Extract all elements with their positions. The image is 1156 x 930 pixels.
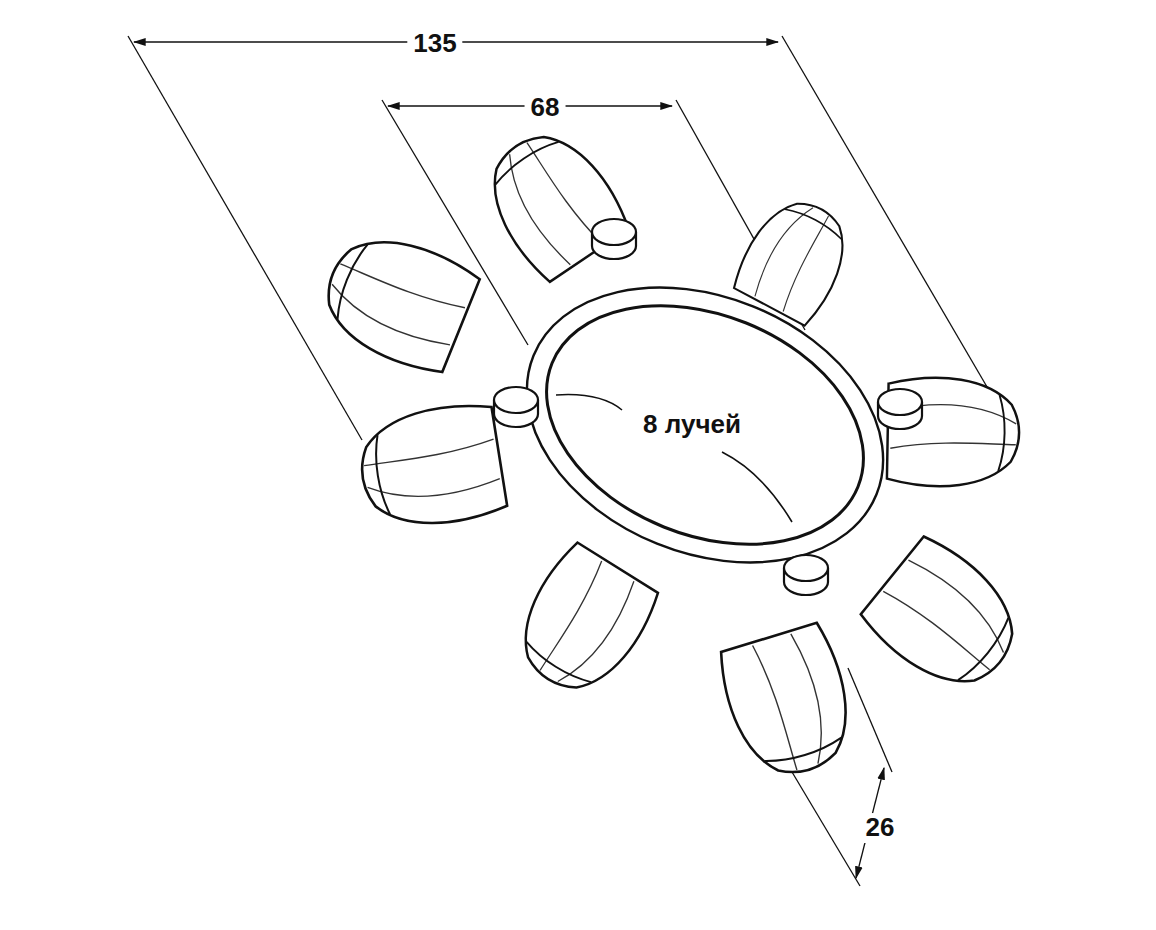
dimension-26 <box>792 668 892 886</box>
spider-ray <box>856 531 1035 707</box>
pin <box>494 219 922 595</box>
ray-count-note: 8 лучей <box>637 410 747 440</box>
spider-hub <box>486 237 925 613</box>
dimension-value: 68 <box>525 93 566 123</box>
spider-ray <box>311 221 482 379</box>
spider-ray <box>502 539 664 708</box>
dimension-value: 26 <box>860 813 901 843</box>
dimension-value: 135 <box>407 29 462 59</box>
spider-ray <box>714 621 864 787</box>
spider-ray <box>471 116 634 285</box>
spider-ray <box>354 400 508 534</box>
